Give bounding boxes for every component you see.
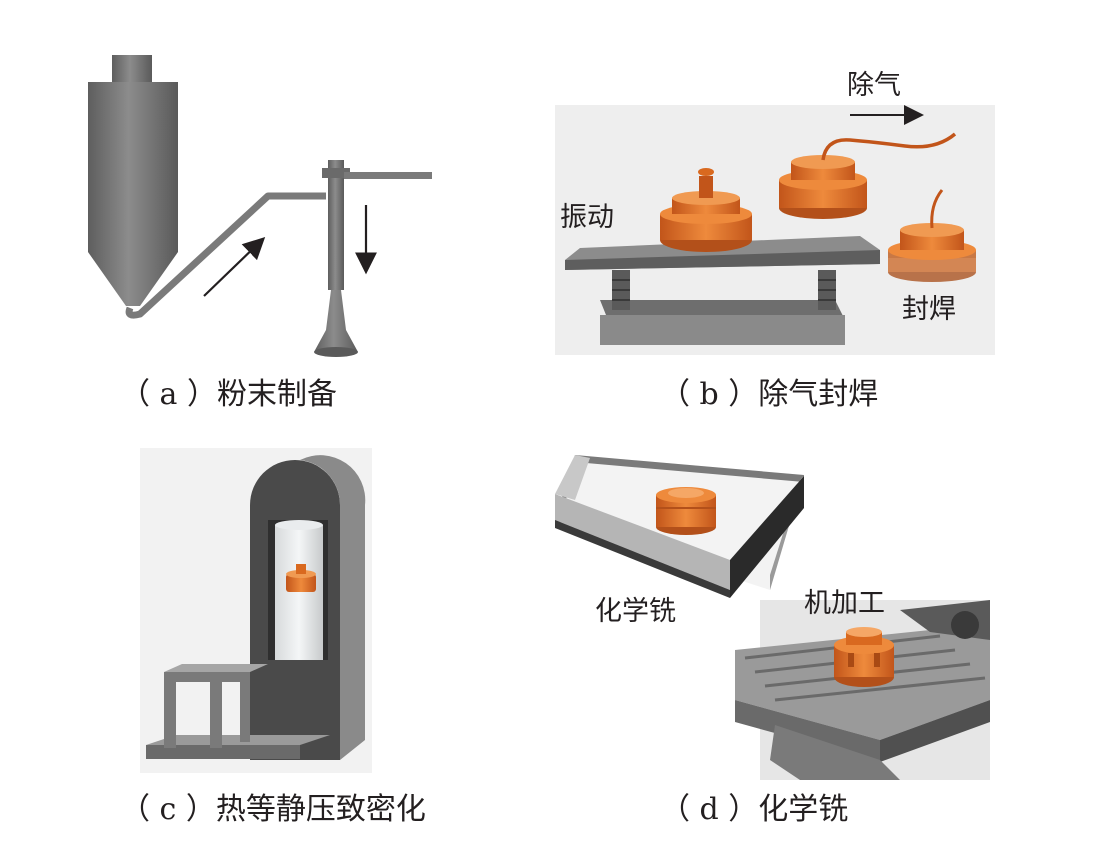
caption-panel-a: （ a ）粉末制备 — [120, 377, 337, 412]
canister-sealed — [888, 189, 976, 282]
powder-transfer-pipe — [125, 192, 326, 319]
hip-press-frame — [250, 455, 366, 760]
atomizer-tank — [88, 55, 178, 306]
panel-b-degassing-sealing — [555, 105, 995, 355]
caption-panel-c: （ c ）热等静压致密化 — [120, 792, 426, 827]
label-vibration: 振动 — [560, 202, 614, 233]
machined-part — [834, 627, 894, 687]
hip-loading-stand — [146, 664, 330, 759]
chem-mill-part — [656, 487, 716, 535]
table-springs — [612, 270, 836, 310]
pressure-vessel-glass — [275, 525, 323, 660]
label-degas: 除气 — [847, 70, 901, 101]
label-chemical-milling: 化学铣 — [595, 596, 676, 627]
flow-arrow-up — [203, 236, 266, 297]
canister-on-table — [660, 168, 752, 252]
caption-panel-d: （ d ）化学铣 — [660, 792, 849, 827]
vibration-table — [565, 236, 880, 345]
panel-a-powder-preparation — [88, 55, 432, 357]
canister-degassing — [779, 132, 957, 219]
cyclone-separator — [314, 160, 432, 357]
machining-table — [735, 600, 990, 780]
panel-c-hot-isostatic-pressing — [140, 448, 372, 773]
hip-canister — [286, 564, 316, 592]
chemical-milling-tank — [555, 455, 804, 598]
label-machining: 机加工 — [804, 588, 885, 619]
label-seal-weld: 封焊 — [902, 294, 956, 325]
caption-panel-b: （ b ）除气封焊 — [660, 377, 879, 412]
panel-d-chemical-milling — [555, 455, 990, 780]
